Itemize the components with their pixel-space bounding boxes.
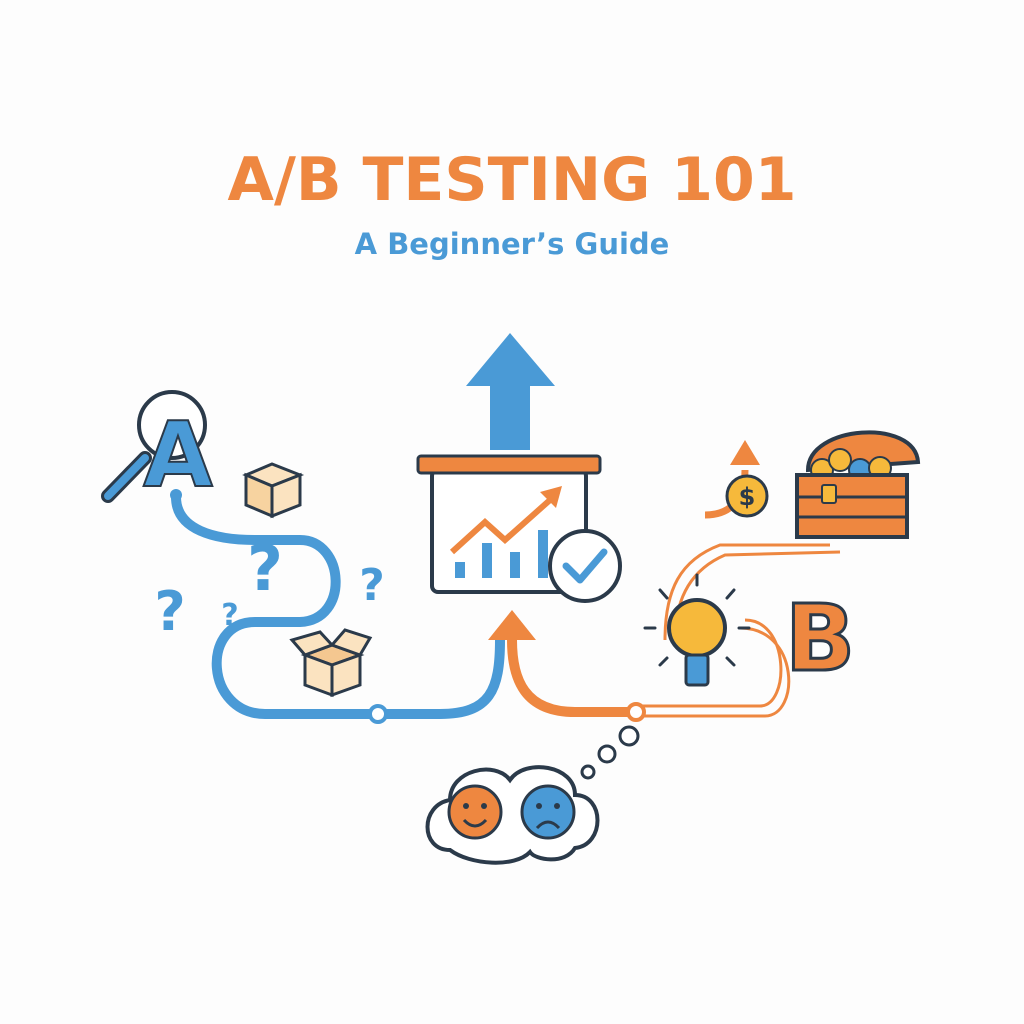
- sad-face-icon: [520, 784, 576, 840]
- page-title: A/B TESTING 101: [228, 145, 797, 215]
- happy-face-icon: [447, 784, 503, 840]
- variant-b-letter: B: [785, 585, 855, 692]
- closed-box-icon: [242, 462, 305, 519]
- magnifier-icon: [101, 390, 207, 503]
- variant-a-path: [171, 492, 505, 719]
- question-mark-icon: ?: [221, 598, 238, 633]
- chart-board-icon: [416, 454, 602, 594]
- thought-bubbles: [580, 725, 640, 780]
- path-node-b: [626, 702, 646, 722]
- open-box-icon: [289, 628, 373, 698]
- lightbulb-icon: [643, 573, 751, 687]
- question-mark-icon: ?: [154, 580, 185, 643]
- question-mark-icon: ?: [247, 532, 283, 605]
- coin-icon: [725, 474, 769, 518]
- page-subtitle: A Beginner’s Guide: [355, 227, 670, 261]
- orange-arrow-head-icon: [488, 610, 536, 640]
- question-mark-icon: ?: [359, 560, 385, 611]
- treasure-chest-icon: [795, 430, 921, 539]
- coin-symbol: $: [739, 483, 756, 511]
- variant-b-path: [507, 635, 641, 717]
- b-thin-path: [640, 618, 791, 718]
- path-node: [368, 704, 388, 724]
- path-start-dot: [170, 489, 182, 501]
- variant-a-letter: A: [143, 403, 213, 508]
- up-arrow-icon: [466, 333, 555, 450]
- checkmark-icon: [548, 529, 622, 603]
